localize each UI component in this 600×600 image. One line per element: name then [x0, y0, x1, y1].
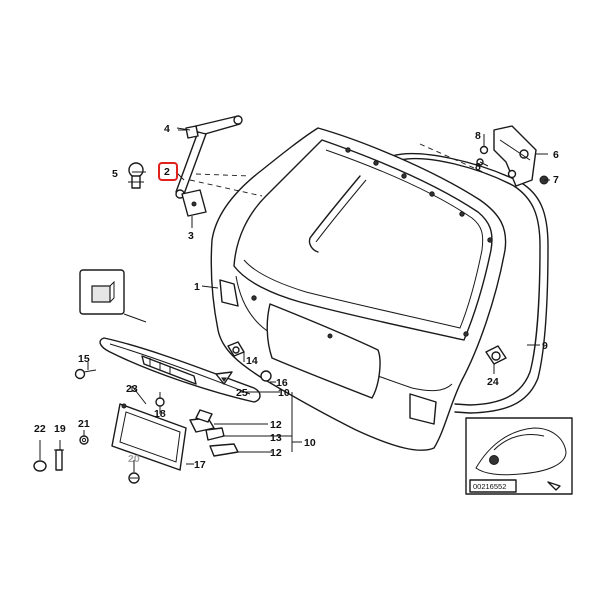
callout-16[interactable]: 15: [78, 353, 90, 365]
callout-21[interactable]: 20: [128, 453, 140, 465]
callout-11[interactable]: 10: [278, 387, 290, 399]
clip-near-13: [195, 409, 213, 423]
screw-19: [155, 392, 165, 407]
trim-piece-detail: [79, 269, 147, 323]
tailgate-seal: [391, 153, 549, 414]
bolt-4: [178, 125, 199, 139]
screw-8-top: [479, 140, 489, 155]
callout-19[interactable]: 18: [154, 408, 166, 420]
callout-9[interactable]: 9: [542, 340, 548, 352]
strut-bracket: [181, 189, 207, 217]
leader-lines: [39, 127, 550, 472]
callout-25[interactable]: 24: [487, 376, 499, 388]
window-frit-dots: [345, 147, 493, 337]
handle-12: [209, 443, 239, 457]
callout-13[interactable]: 12: [270, 419, 282, 431]
ball-pin-5: [128, 162, 144, 189]
cap-23: [33, 460, 47, 472]
callout-5[interactable]: 5: [112, 168, 118, 180]
callout-8-upper[interactable]: 8: [475, 130, 481, 142]
callout-15[interactable]: 14: [246, 355, 258, 367]
callout-24[interactable]: 23: [126, 383, 138, 395]
buffer-25: [485, 345, 507, 365]
callout-7[interactable]: 7: [553, 174, 559, 186]
tailgate-panel: [210, 127, 507, 451]
screw-16: [74, 368, 97, 380]
callout-23[interactable]: 22: [34, 423, 46, 435]
bolt-20: [54, 449, 64, 471]
license-plate-holder: [111, 403, 187, 471]
grommet-17: [260, 370, 272, 382]
highlight-box: [158, 162, 178, 181]
washer-22: [79, 435, 89, 445]
callout-3[interactable]: 3: [188, 230, 194, 242]
callout-6[interactable]: 6: [553, 149, 559, 161]
callout-10[interactable]: 10: [304, 437, 316, 449]
callout-22[interactable]: 21: [78, 418, 90, 430]
rod-24: [131, 385, 147, 405]
callout-1[interactable]: 1: [194, 281, 200, 293]
inset-reference: 00216552: [473, 482, 506, 491]
callout-20[interactable]: 19: [54, 423, 66, 435]
callout-labels: 4 2 5 3 1 8 8 6 7 9 24 14 16 10 25 15 23…: [34, 123, 559, 471]
callout-2[interactable]: 2: [164, 166, 170, 178]
callout-4[interactable]: 4: [164, 123, 170, 135]
switch-14: [205, 427, 225, 441]
callout-26[interactable]: 25: [236, 387, 248, 399]
callout-17[interactable]: 16: [276, 377, 288, 389]
callout-18[interactable]: 17: [194, 459, 206, 471]
plate-light-housing: [141, 355, 197, 385]
tailgate-hinge: [493, 125, 537, 187]
callout-8-lower[interactable]: 8: [475, 161, 481, 173]
warning-label-26: [215, 371, 233, 385]
gas-strut: [175, 115, 243, 199]
inset-ref-box: [469, 479, 517, 493]
screw-21: [128, 472, 140, 484]
callout-12[interactable]: 12: [270, 447, 282, 459]
callout-14[interactable]: 13: [270, 432, 282, 444]
